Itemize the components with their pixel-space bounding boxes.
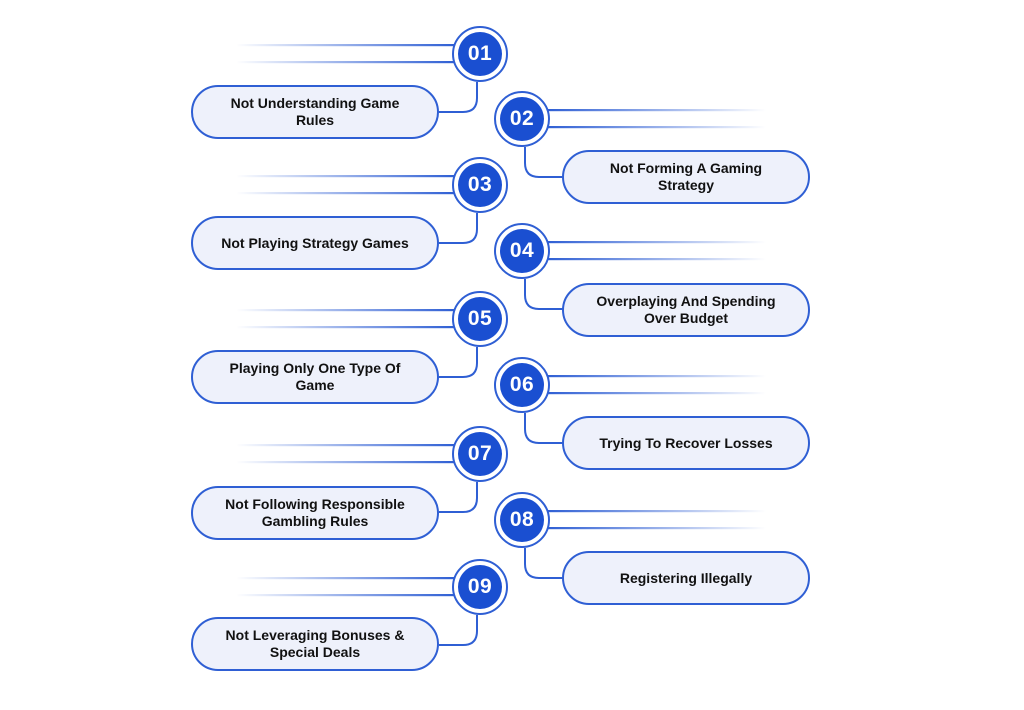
- step-03-number: 03: [458, 163, 502, 207]
- step-02-label: Not Forming A Gaming Strategy: [562, 150, 810, 204]
- step-05-badge: 05: [452, 291, 508, 347]
- step-08-label: Registering Illegally: [562, 551, 810, 605]
- step-03-label: Not Playing Strategy Games: [191, 216, 439, 270]
- step-04-number: 04: [500, 229, 544, 273]
- step-05-number: 05: [458, 297, 502, 341]
- step-05-label: Playing Only One Type Of Game: [191, 350, 439, 404]
- step-02-number: 02: [500, 97, 544, 141]
- step-03-badge: 03: [452, 157, 508, 213]
- step-09-badge: 09: [452, 559, 508, 615]
- step-09-number: 09: [458, 565, 502, 609]
- step-09-label: Not Leveraging Bonuses & Special Deals: [191, 617, 439, 671]
- step-07-label: Not Following Responsible Gambling Rules: [191, 486, 439, 540]
- step-01-badge: 01: [452, 26, 508, 82]
- step-04-label: Overplaying And Spending Over Budget: [562, 283, 810, 337]
- step-06-badge: 06: [494, 357, 550, 413]
- step-01-number: 01: [458, 32, 502, 76]
- step-07-badge: 07: [452, 426, 508, 482]
- step-07-number: 07: [458, 432, 502, 476]
- step-02-badge: 02: [494, 91, 550, 147]
- step-08-badge: 08: [494, 492, 550, 548]
- step-06-number: 06: [500, 363, 544, 407]
- step-06-label: Trying To Recover Losses: [562, 416, 810, 470]
- step-08-number: 08: [500, 498, 544, 542]
- step-01-label: Not Understanding Game Rules: [191, 85, 439, 139]
- step-04-badge: 04: [494, 223, 550, 279]
